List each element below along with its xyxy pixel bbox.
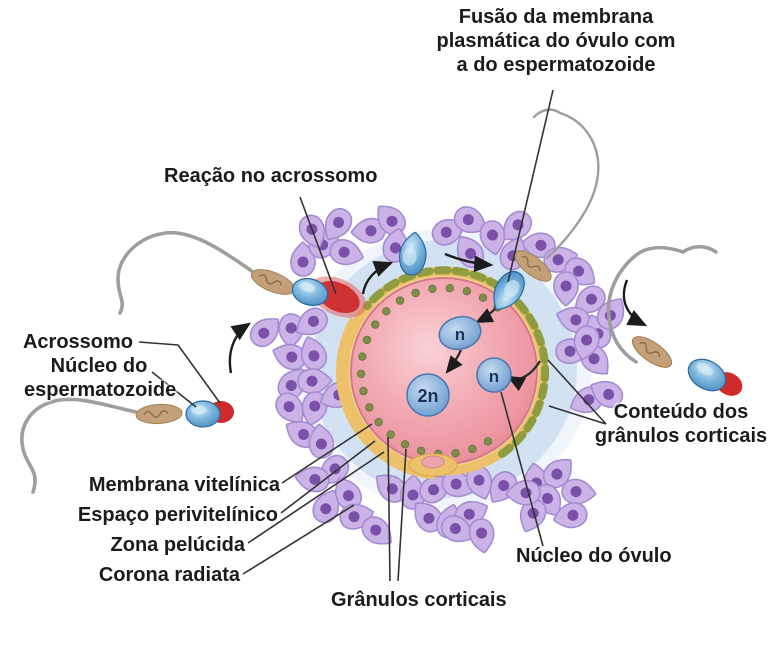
label-fusao: Fusão da membrana plasmática do óvulo co… (431, 5, 681, 77)
cortical-granule-dot (400, 440, 410, 449)
cortical-granule-dot (478, 293, 488, 302)
leader-lines (138, 89, 607, 582)
label-granulos-corticais: Grânulos corticais (331, 589, 507, 611)
egg-pronucleus-label: n (489, 367, 499, 386)
leader-reacao (299, 196, 337, 295)
label-fusao-line1: Fusão da membrana (458, 6, 654, 28)
sperm-tail (20, 397, 138, 494)
sperm-midpiece (247, 263, 299, 301)
cortical-granule-dot (365, 403, 374, 412)
sperm-tail (606, 244, 718, 364)
leader-membrana (281, 423, 373, 484)
leader-espaco (280, 440, 376, 514)
pronuclei-group: n n 2n (406, 306, 541, 417)
leader-granulos-2 (397, 448, 407, 582)
sperm-midpiece (627, 330, 677, 374)
zygote-nucleus-label: 2n (417, 386, 438, 406)
leader-conteudo-2 (548, 405, 607, 425)
label-nucleo-ovulo: Núcleo do óvulo (516, 545, 672, 567)
motion-arrow-upper-left (361, 261, 394, 295)
leader-corona (242, 504, 355, 575)
sperm-tail (532, 108, 600, 260)
arrow-to-sperm-pronucleus (475, 306, 498, 323)
label-membrana-vitelinica: Membrana vitelínica (88, 474, 280, 496)
cortical-granule-dot (483, 437, 493, 446)
label-conteudo-granulos: Conteúdo dos grânulos corticais (591, 400, 771, 448)
label-acrossomo: Acrossomo (22, 331, 133, 353)
label-fusao-line2: plasmática do óvulo com (436, 30, 676, 52)
cortical-granule-dot (462, 287, 472, 296)
cortical-granule-contents (363, 266, 550, 458)
label-corona-radiata: Corona radiata (98, 564, 240, 586)
cortical-granule-dot (374, 417, 383, 427)
sperm-fusing (493, 108, 600, 311)
sperm-head (493, 270, 525, 311)
motion-arrow-top (444, 252, 494, 273)
label-nucleo-espermatozoide: Núcleo do espermatozoide (24, 354, 177, 402)
leader-conteudo-1 (547, 359, 607, 425)
zygote-nucleus (406, 373, 450, 417)
cortical-granule-dot (362, 335, 372, 345)
label-zona-pelucida: Zona pelúcida (110, 534, 245, 556)
sperm-acrosome-reaction (116, 230, 367, 318)
sperm-pronucleus-label: n (455, 325, 465, 344)
label-reacao-acrossomo: Reação no acrossomo (164, 165, 378, 187)
motion-arrow-left (228, 322, 251, 374)
cortical-granule-dot (382, 307, 391, 316)
cortical-granule-dot (371, 320, 380, 329)
label-nucleo-esp-line1: Núcleo do (50, 355, 148, 377)
sperm-head (185, 400, 221, 428)
cortical-granule-dot (356, 369, 366, 379)
corona-cell (466, 516, 498, 556)
cortical-granule-dot (395, 296, 405, 305)
leader-nucleo-ovulo (500, 391, 544, 547)
cortical-granule-dot (411, 288, 420, 298)
cortical-granule-dot (451, 449, 460, 458)
leader-fusao (507, 89, 554, 283)
cortical-granule-dot (358, 352, 367, 361)
leader-zona (247, 451, 385, 544)
sperm-head (687, 358, 727, 392)
motion-arrow-right (622, 279, 648, 327)
label-conteudo-line1: Conteúdo dos (613, 401, 749, 423)
cortical-granule-dot (428, 284, 437, 293)
sperm-head (291, 277, 329, 307)
cortical-granule-dot (468, 444, 477, 454)
label-nucleo-esp-line2: espermatozoide (24, 379, 177, 401)
leader-nucleo-espermatozoide (151, 371, 197, 408)
label-espaco-perivitelinico: Espaço perivitelínico (77, 504, 278, 526)
sperm-tail (116, 230, 255, 315)
sperm-head-detached (399, 231, 427, 276)
sperm-labeled (20, 397, 234, 494)
sperm-pronucleus (438, 315, 482, 351)
corona-cell (559, 477, 599, 507)
cortical-granule-dot (416, 446, 426, 455)
label-fusao-line3: a do espermatozoide (456, 54, 656, 76)
arrow-sperm-pronucleus-to-zygote (445, 349, 463, 374)
polar-body (408, 453, 458, 477)
egg-pronucleus (476, 357, 512, 393)
leader-acrossomo (138, 341, 221, 404)
cortical-granule-dot (386, 430, 395, 439)
cortical-granule-dot (359, 386, 368, 396)
sperm-swimming-away (606, 244, 743, 396)
cortical-granule-dot (445, 284, 454, 293)
leader-granulos-1 (387, 436, 391, 582)
sperm-midpiece (134, 402, 184, 426)
label-conteudo-line2: grânulos corticais (594, 425, 768, 447)
